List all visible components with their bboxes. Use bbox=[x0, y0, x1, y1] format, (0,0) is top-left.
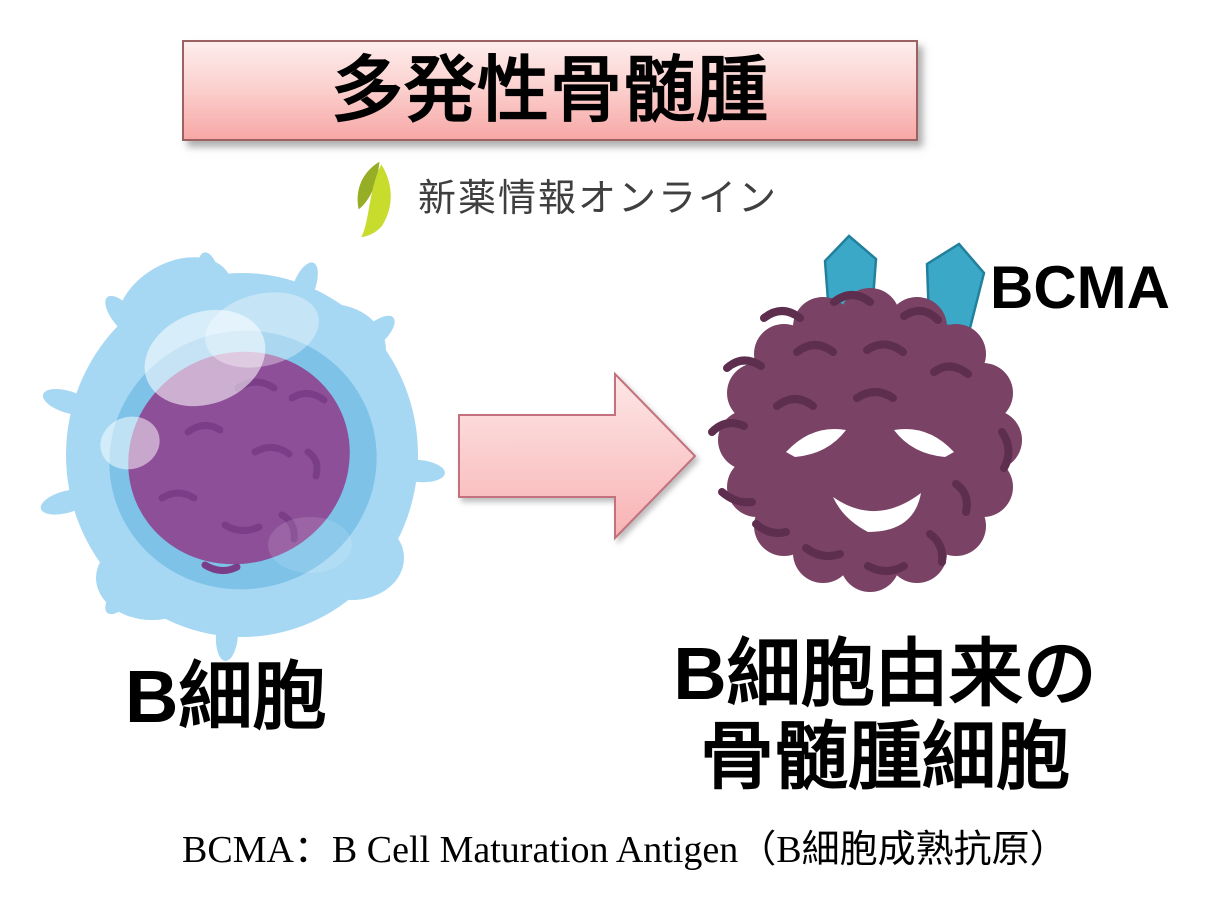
block-arrow-shape bbox=[458, 371, 697, 541]
left-eye bbox=[786, 428, 846, 457]
bcma-label: BCMA bbox=[990, 254, 1170, 321]
grin bbox=[833, 493, 921, 532]
b-cell-label: B細胞 bbox=[125, 655, 327, 738]
title-banner: 多発性骨髄腫 bbox=[182, 40, 918, 141]
myeloma-cell-label-line2: 骨髄腫細胞 bbox=[700, 715, 1070, 798]
b-cell-highlights bbox=[100, 292, 352, 573]
site-logo-text: 新薬情報オンライン bbox=[418, 178, 779, 220]
footnote: BCMA：B Cell Maturation Antigen（B細胞成熟抗原） bbox=[182, 829, 1068, 871]
page-title: 多発性骨髄腫 bbox=[330, 50, 769, 131]
leaf-icon bbox=[357, 161, 391, 238]
right-eye bbox=[894, 428, 954, 457]
myeloma-cell-label-line1: B細胞由来の bbox=[673, 632, 1097, 715]
myeloma-cell-label: B細胞由来の 骨髄腫細胞 bbox=[640, 632, 1130, 798]
myeloma-face bbox=[786, 428, 954, 532]
myeloma-body bbox=[718, 288, 1022, 592]
leaf-dark-half bbox=[357, 161, 380, 210]
b-cell-illustration bbox=[40, 252, 445, 661]
transform-arrow-icon bbox=[458, 371, 697, 541]
myeloma-cell-illustration bbox=[708, 234, 1022, 592]
site-logo: 新薬情報オンライン bbox=[350, 160, 778, 238]
myeloma-texture-marks bbox=[708, 291, 1013, 575]
leaf-light-half bbox=[361, 164, 391, 238]
